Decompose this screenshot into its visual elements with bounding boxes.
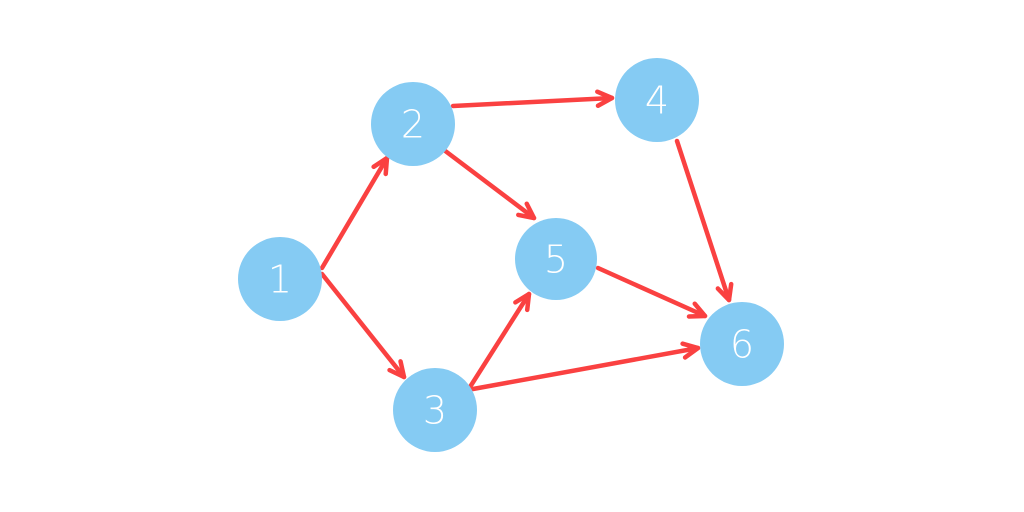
arrowhead-1-3 [387,359,407,380]
node-3-label: 3 [423,389,447,433]
node-3-circle[interactable] [393,368,477,452]
node-2-label: 2 [401,103,425,147]
arrowhead-5-6 [686,301,708,319]
node-4-label: 4 [645,79,669,123]
arrowhead-2-4 [595,89,615,108]
edge-5-6[interactable] [595,265,708,319]
arrowhead-4-6 [715,281,734,303]
arrowhead-3-6 [680,341,701,360]
node-5-circle[interactable] [515,218,597,300]
edge-3-5[interactable] [467,291,532,390]
node-1-label: 1 [268,258,292,302]
node-2-circle[interactable] [371,82,455,166]
node-6-circle[interactable] [700,302,784,386]
node-1-circle[interactable] [238,237,322,321]
edge-2-5[interactable] [441,147,537,221]
edge-1-2[interactable] [319,155,390,271]
arrowhead-1-2 [371,155,390,177]
edge-4-6[interactable] [674,138,732,303]
edge-1-3[interactable] [319,271,407,380]
node-5-label: 5 [544,238,568,282]
arrowhead-3-5 [513,291,532,313]
edge-2-4[interactable] [450,95,615,109]
node-4-circle[interactable] [615,58,699,142]
node-6-label: 6 [730,323,754,367]
arrowhead-2-5 [516,201,537,221]
edge-3-6[interactable] [470,345,701,392]
